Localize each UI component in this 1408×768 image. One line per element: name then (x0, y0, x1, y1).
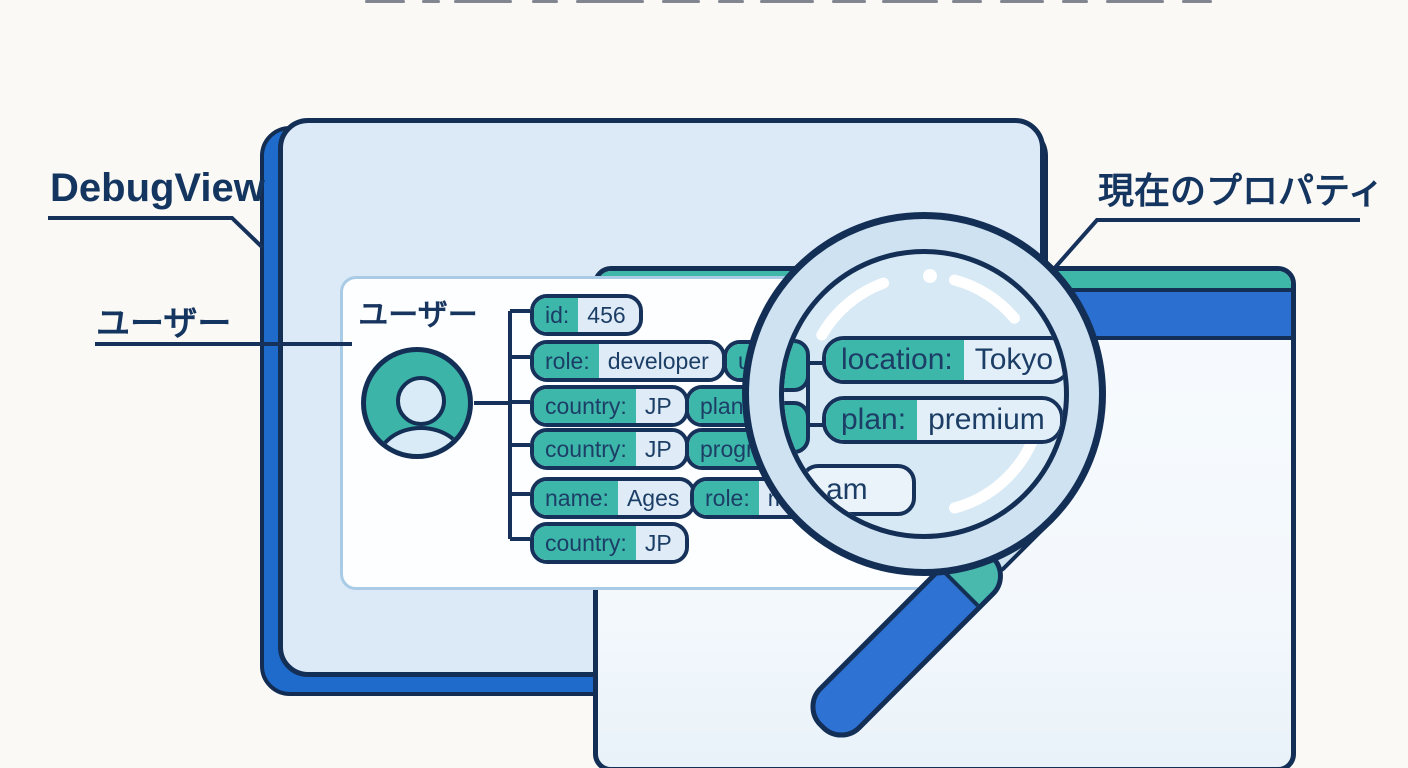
chip-key: role: (534, 344, 599, 378)
chip-country-1[interactable]: country: JP (530, 385, 689, 427)
chip-key: location: (826, 340, 964, 380)
magnifier-lens: location: Tokyo plan: premium am (779, 249, 1069, 539)
chip-value: 456 (578, 298, 639, 332)
avatar-head (396, 376, 446, 426)
lens-chip-fragment (784, 339, 810, 392)
debugview-label: DebugView (50, 166, 265, 210)
chip-key: plan: (826, 400, 918, 440)
chip-key: name: (534, 481, 618, 515)
lens-chip-plan[interactable]: plan: premium (822, 396, 1064, 444)
chip-country-2[interactable]: country: JP (530, 428, 689, 470)
user-label-left: ユーザー (96, 305, 232, 343)
user-avatar-icon (361, 347, 473, 459)
current-properties-label: 現在のプロパティ (1098, 170, 1384, 211)
chip-key: country: (534, 526, 636, 560)
chip-value: JP (635, 432, 685, 466)
chip-value: developer (598, 344, 722, 378)
chip-key: id: (534, 298, 579, 332)
chip-key: country: (534, 432, 636, 466)
chip-role[interactable]: role: developer (530, 340, 726, 382)
lens-connector (806, 361, 810, 427)
chip-value: Ages (617, 481, 693, 515)
chip-value: Tokyo (963, 340, 1064, 380)
chip-value: premium (917, 400, 1060, 440)
lens-connector (808, 361, 824, 365)
chip-value: JP (635, 389, 685, 423)
chip-value: JP (635, 526, 685, 560)
chip-country-3[interactable]: country: JP (530, 522, 689, 564)
lens-chip-fragment (784, 401, 810, 454)
chip-id[interactable]: id: 456 (530, 294, 643, 336)
chip-name[interactable]: name: Ages (530, 477, 697, 519)
lens-connector (808, 423, 824, 427)
chip-key: role: (694, 481, 759, 515)
lens-chip-fragment-am: am (800, 464, 916, 516)
chip-key: country: (534, 389, 636, 423)
user-label-window: ユーザー (358, 299, 478, 332)
lens-chip-location[interactable]: location: Tokyo (822, 336, 1064, 384)
